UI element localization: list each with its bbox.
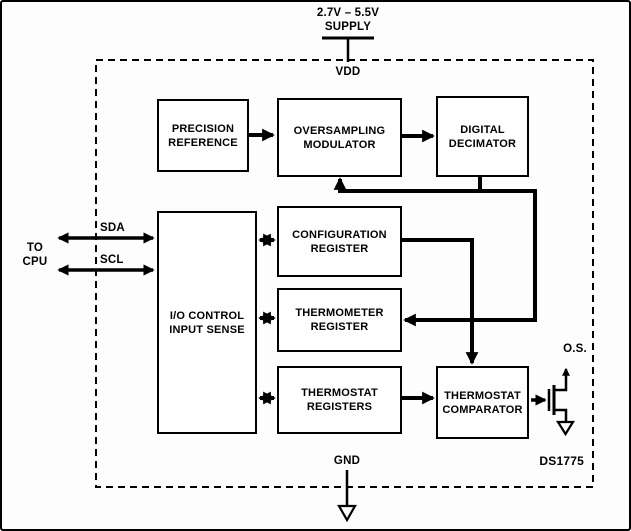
block-thermometer-register: THERMOMETER REGISTER [277, 288, 402, 352]
block-io-control-input-sense: I/O CONTROL INPUT SENSE [157, 211, 257, 434]
block-label: COMPARATOR [442, 403, 523, 416]
supply-text: SUPPLY [324, 21, 372, 33]
sda-label: SDA [100, 222, 125, 234]
block-label: INPUT SENSE [169, 323, 245, 336]
vdd-supply-wire [322, 36, 374, 62]
wire-decimator-bus-to-modulator-and-thermometer [333, 177, 537, 327]
block-thermostat-registers: THERMOSTAT REGISTERS [277, 366, 402, 434]
block-label: OVERSAMPLING [293, 124, 386, 137]
block-precision-reference: PRECISION REFERENCE [157, 99, 249, 172]
mosfet-symbol [547, 367, 575, 437]
block-label: REGISTER [310, 242, 369, 255]
block-label: CONFIGURATION [292, 228, 387, 241]
block-thermostat-comparator: THERMOSTAT COMPARATOR [436, 366, 529, 439]
supply-label: 2.7V – 5.5V SUPPLY [282, 6, 414, 34]
block-digital-decimator: DIGITAL DECIMATOR [436, 96, 529, 177]
scl-label: SCL [100, 254, 124, 266]
block-label: DIGITAL [460, 123, 505, 136]
mosfet-ground-symbol [556, 420, 575, 437]
to-cpu-label: TO CPU [14, 241, 56, 269]
os-output-label: O.S. [563, 343, 587, 355]
block-label: THERMOSTAT [444, 389, 521, 402]
block-label: REFERENCE [168, 136, 238, 149]
block-oversampling-modulator: OVERSAMPLING MODULATOR [277, 98, 402, 177]
vdd-label: VDD [335, 66, 361, 78]
block-label: THERMOSTAT [301, 387, 378, 399]
gnd-label: GND [333, 455, 361, 467]
block-label: I/O CONTROL [169, 309, 245, 322]
block-label: THERMOMETER [295, 307, 384, 319]
block-label: MODULATOR [303, 138, 376, 151]
to-text: TO [26, 242, 44, 254]
cpu-text: CPU [22, 256, 48, 268]
mosfet-drain-to-os [554, 367, 571, 392]
block-configuration-register: CONFIGURATION REGISTER [277, 206, 402, 277]
block-label: REGISTERS [306, 401, 373, 413]
gnd-pin [337, 470, 357, 523]
part-number-label: DS1775 [539, 454, 584, 468]
block-label: REGISTER [310, 321, 369, 333]
block-label: DECIMATOR [448, 137, 517, 150]
mosfet-source-lead [554, 408, 568, 422]
supply-range-text: 2.7V – 5.5V [316, 7, 380, 19]
block-label: PRECISION [171, 122, 235, 135]
wire-config-to-comparator [401, 238, 479, 365]
gnd-arrow-symbol [337, 504, 357, 523]
